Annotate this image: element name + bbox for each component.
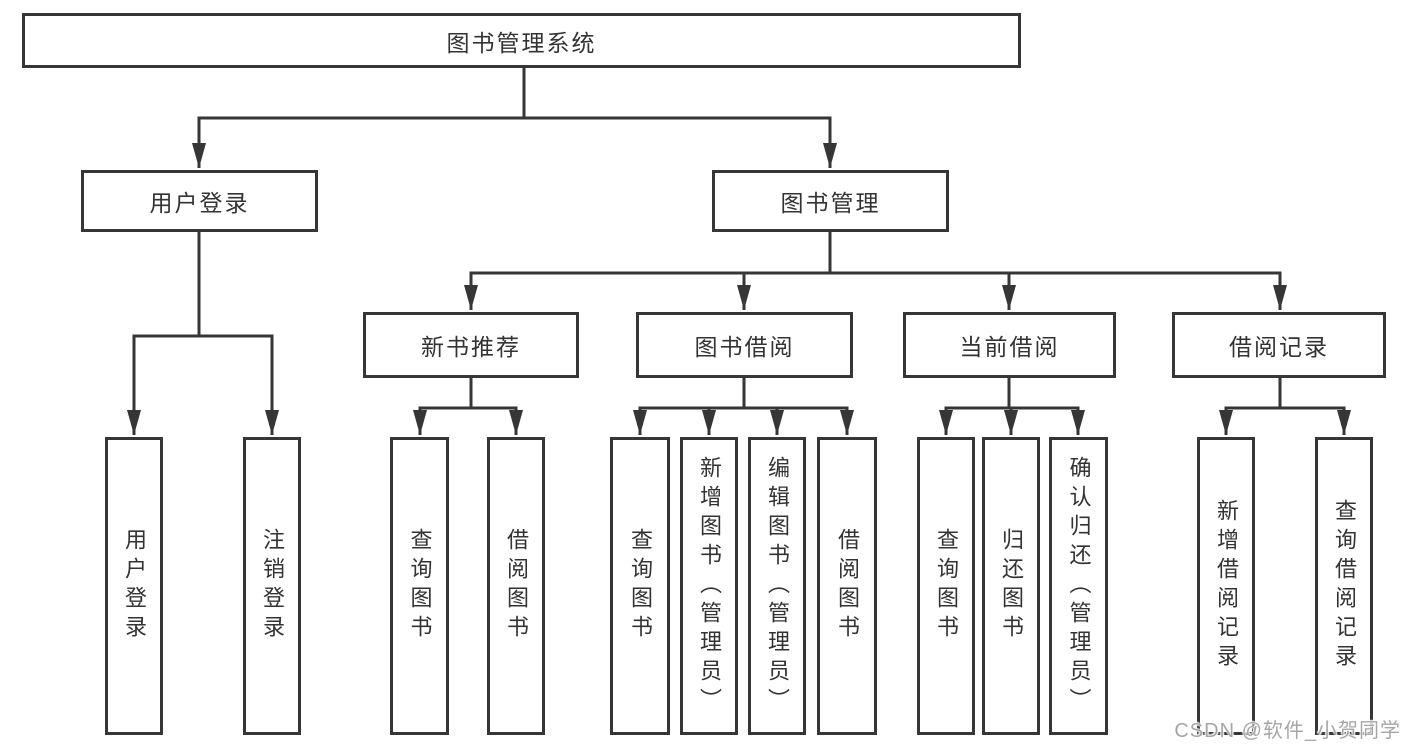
leaf-query-books-2: 查询图书 xyxy=(610,437,670,735)
node-book-borrow: 图书借阅 xyxy=(636,312,853,378)
leaf-label: 注销登录 xyxy=(260,528,285,644)
leaf-label: 查询图书 xyxy=(628,528,653,644)
node-root-library-system: 图书管理系统 xyxy=(22,13,1021,68)
leaf-query-books-1: 查询图书 xyxy=(390,437,449,735)
node-current-borrow: 当前借阅 xyxy=(903,312,1116,378)
node-new-book-recommend: 新书推荐 xyxy=(363,312,579,378)
leaf-label: 借阅图书 xyxy=(504,528,529,644)
leaf-add-books-admin: 新增图书（管理员） xyxy=(680,437,738,735)
leaf-label: 确认归还（管理员） xyxy=(1066,455,1092,717)
node-label: 当前借阅 xyxy=(959,334,1060,360)
node-label: 用户登录 xyxy=(149,190,250,216)
leaf-label: 查询图书 xyxy=(934,528,959,644)
leaf-confirm-return-admin: 确认归还（管理员） xyxy=(1049,437,1108,735)
node-book-management: 图书管理 xyxy=(712,170,949,232)
node-label: 借阅记录 xyxy=(1229,334,1329,360)
leaf-label: 编辑图书（管理员） xyxy=(765,455,790,717)
leaf-label: 新增图书（管理员） xyxy=(697,455,722,717)
node-label: 图书管理 xyxy=(780,190,881,216)
leaf-label: 借阅图书 xyxy=(835,528,860,644)
leaf-edit-books-admin: 编辑图书（管理员） xyxy=(748,437,806,735)
node-label: 图书管理系统 xyxy=(446,29,597,56)
leaf-add-borrow-record: 新增借阅记录 xyxy=(1197,437,1255,735)
leaf-borrow-books-1: 借阅图书 xyxy=(487,437,545,735)
node-user-login: 用户登录 xyxy=(81,170,318,232)
leaf-label: 用户登录 xyxy=(122,528,147,644)
leaf-label: 查询图书 xyxy=(407,528,433,644)
node-label: 新书推荐 xyxy=(421,334,521,360)
leaf-label: 新增借阅记录 xyxy=(1214,499,1239,673)
leaf-borrow-books-2: 借阅图书 xyxy=(817,437,877,735)
leaf-label: 查询借阅记录 xyxy=(1332,499,1357,673)
leaf-query-books-3: 查询图书 xyxy=(917,437,975,735)
node-label: 图书借阅 xyxy=(694,334,795,360)
connector-group xyxy=(127,68,1351,435)
leaf-return-books: 归还图书 xyxy=(982,437,1040,735)
node-borrow-records: 借阅记录 xyxy=(1172,312,1386,378)
csdn-watermark: CSDN @软件_小贺同学 xyxy=(1174,720,1401,742)
leaf-user-login: 用户登录 xyxy=(105,437,163,735)
leaf-logout: 注销登录 xyxy=(243,437,301,735)
leaf-label: 归还图书 xyxy=(999,528,1024,644)
leaf-query-borrow-record: 查询借阅记录 xyxy=(1315,437,1373,735)
